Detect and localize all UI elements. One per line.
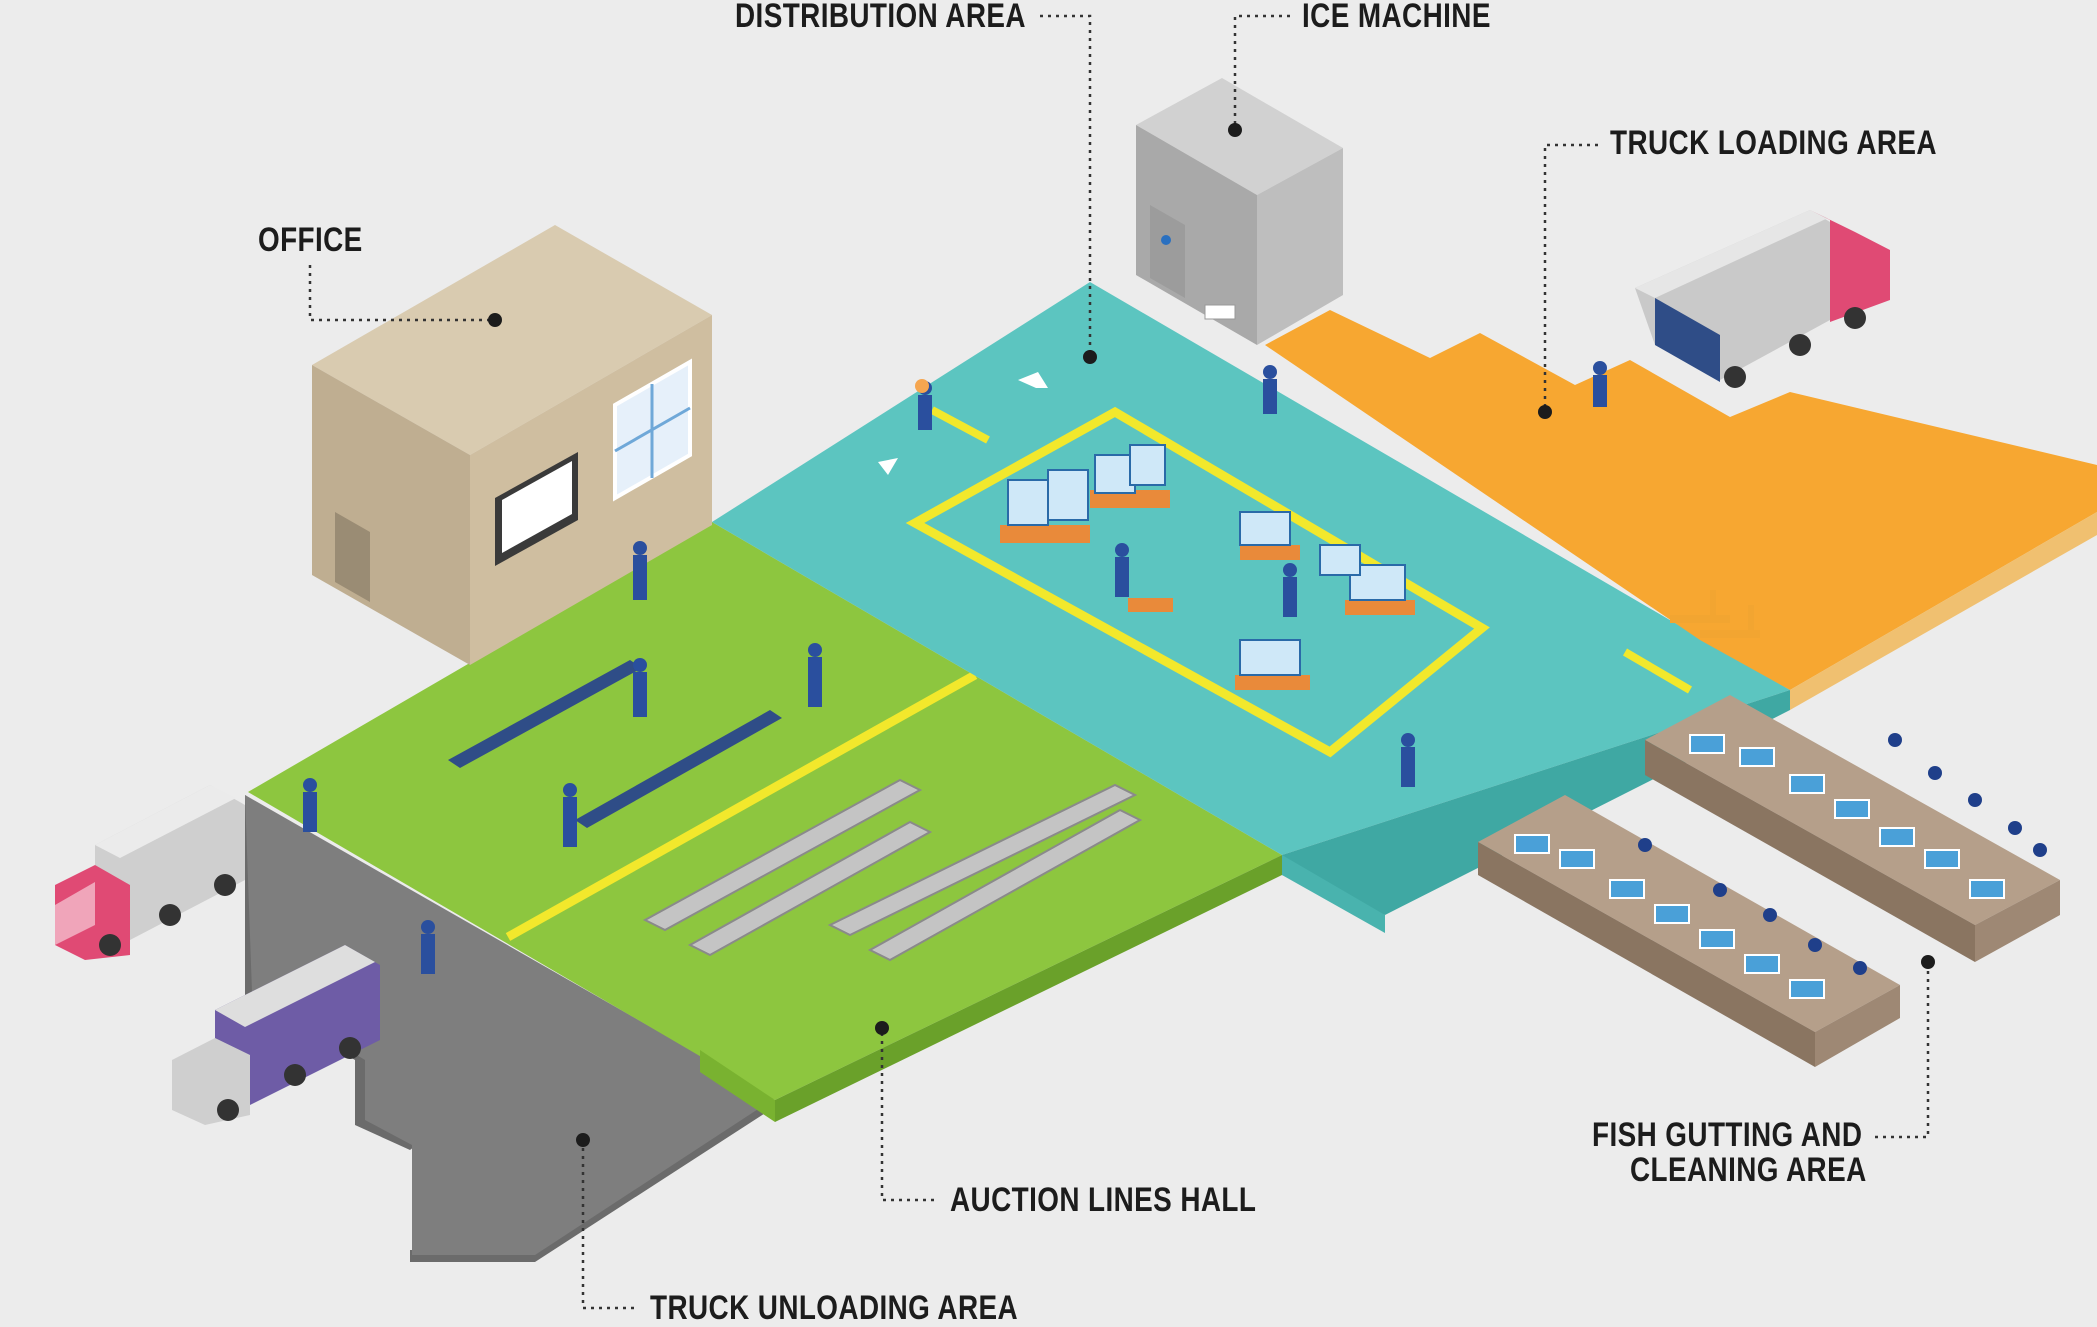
label-truck-loading-area: TRUCK LOADING AREA xyxy=(1610,124,1937,162)
auction-conveyors xyxy=(448,660,782,828)
workers xyxy=(303,361,2047,975)
label-fish-gutting-line2: CLEANING AREA xyxy=(1630,1151,1867,1189)
loading-truck xyxy=(1635,210,1890,388)
label-truck-unloading-area: TRUCK UNLOADING AREA xyxy=(650,1289,1019,1327)
label-fish-gutting-line1: FISH GUTTING AND xyxy=(1592,1116,1863,1154)
callout-dots xyxy=(488,123,1935,1147)
unloading-truck-red xyxy=(55,785,245,960)
label-office: OFFICE xyxy=(258,221,363,259)
truck-unloading-floor xyxy=(245,795,775,1262)
fish-pallets xyxy=(1000,444,1415,690)
fish-boxes-gutting xyxy=(1514,734,2005,999)
ice-machine xyxy=(1136,78,1343,345)
unloading-truck-purple xyxy=(172,945,380,1125)
truck-loading-floor xyxy=(1265,310,2097,710)
label-ice-machine: ICE MACHINE xyxy=(1302,0,1491,35)
auction-floor xyxy=(248,522,1282,1122)
label-auction-lines-hall: AUCTION LINES HALL xyxy=(950,1181,1257,1219)
office-building xyxy=(312,225,712,665)
auction-benches xyxy=(642,778,1143,962)
callout-lines xyxy=(308,14,1930,1310)
label-distribution-area: DISTRIBUTION AREA xyxy=(735,0,1026,35)
pallet-jack xyxy=(1670,590,1760,638)
